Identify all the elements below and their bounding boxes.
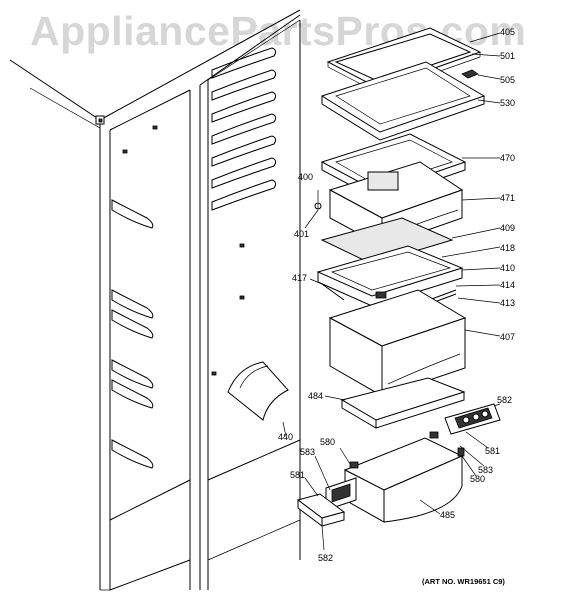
label-400: 400 — [298, 172, 314, 182]
part-405-501-shelf — [326, 27, 482, 94]
label-583-right: 583 — [478, 465, 494, 475]
label-583-upper: 583 — [300, 447, 316, 457]
part-440-drawing — [227, 361, 289, 433]
label-418: 418 — [500, 243, 516, 253]
label-470: 470 — [500, 153, 516, 163]
art-number: (ART NO. WR19651 C9) — [422, 577, 505, 586]
label-484: 484 — [308, 391, 324, 401]
label-581-lower: 581 — [290, 470, 306, 480]
part-409-glass — [320, 217, 454, 265]
label-417: 417 — [292, 273, 308, 283]
label-581-upper: 581 — [485, 446, 501, 456]
label-413: 413 — [500, 298, 516, 308]
part-582-lower — [296, 493, 346, 527]
label-401: 401 — [294, 229, 310, 239]
cabinet-liner — [9, 9, 301, 591]
label-580-upper: 580 — [320, 437, 336, 447]
label-582-lower: 582 — [318, 553, 334, 563]
part-580-583-lower — [325, 461, 359, 511]
label-405: 405 — [500, 27, 516, 37]
label-530: 530 — [500, 98, 516, 108]
label-471: 471 — [500, 193, 516, 203]
label-440: 440 — [278, 432, 294, 442]
freezer-shelf-ribs — [111, 125, 158, 469]
label-407: 407 — [500, 332, 516, 342]
leader-lines — [283, 32, 501, 551]
part-407-drawer — [328, 289, 467, 397]
label-580-right: 580 — [470, 474, 486, 484]
label-414: 414 — [500, 280, 516, 290]
part-400-401-screw — [314, 202, 322, 210]
part-530-frame — [320, 61, 486, 141]
label-505: 505 — [500, 75, 516, 85]
label-410: 410 — [500, 263, 516, 273]
part-485-bin — [343, 431, 465, 523]
fresh-food-shelf-ribs — [211, 47, 277, 376]
part-484-panel — [340, 377, 466, 429]
label-501: 501 — [500, 51, 516, 61]
part-582-581-upper — [444, 403, 501, 435]
label-485: 485 — [440, 510, 456, 520]
part-505-bracket — [461, 69, 479, 79]
label-582-upper: 582 — [497, 395, 513, 405]
label-409: 409 — [500, 223, 516, 233]
